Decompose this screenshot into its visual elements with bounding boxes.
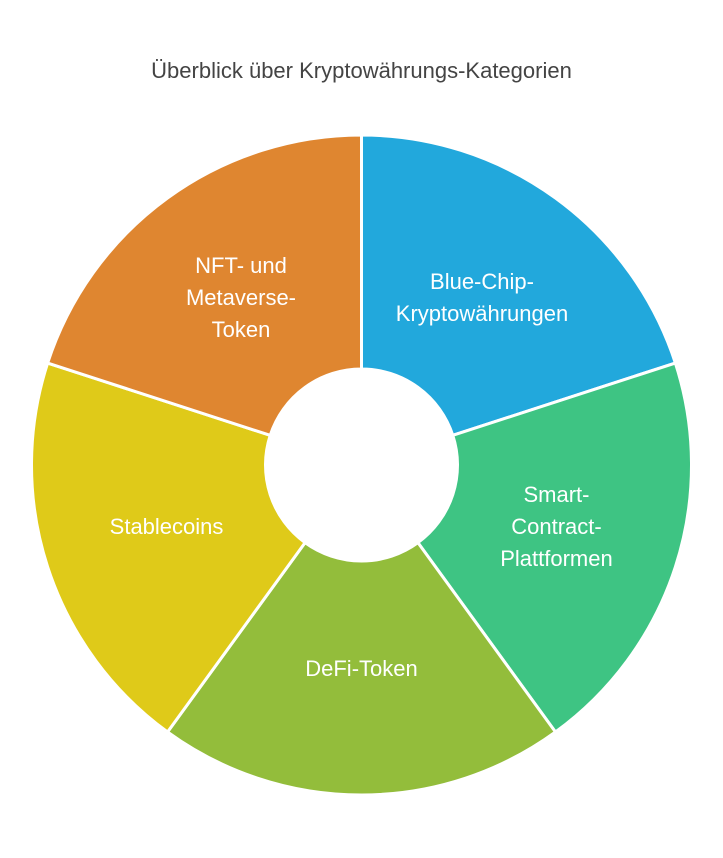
segment-label-line: Smart- bbox=[523, 482, 589, 507]
segment-label-line: DeFi-Token bbox=[305, 656, 417, 681]
segment-label-defi-token: DeFi-Token bbox=[305, 656, 417, 681]
segment-nft-und-metaverse-token bbox=[46, 133, 363, 437]
segment-label-line: Stablecoins bbox=[110, 514, 224, 539]
segment-label-line: Metaverse- bbox=[186, 285, 296, 310]
segment-smart-contract-plattformen bbox=[416, 361, 694, 734]
segment-label-line: Kryptowährungen bbox=[396, 301, 568, 326]
segment-defi-token bbox=[166, 541, 557, 797]
segments-layer bbox=[30, 133, 694, 797]
segment-label-line: Token bbox=[212, 317, 271, 342]
segment-stablecoins bbox=[30, 361, 307, 734]
segment-blue-chip-kryptowaehrungen bbox=[360, 133, 677, 437]
segment-label-stablecoins: Stablecoins bbox=[110, 514, 224, 539]
segment-label-blue-chip-kryptowaehrungen: Blue-Chip- Kryptowährungen bbox=[396, 269, 568, 326]
diagram-title: Überblick über Kryptowährungs-Kategorien bbox=[151, 58, 572, 83]
segment-label-line: Blue-Chip- bbox=[430, 269, 534, 294]
segment-label-line: NFT- und bbox=[195, 253, 287, 278]
segment-label-line: Plattformen bbox=[500, 546, 613, 571]
segment-label-line: Contract- bbox=[511, 514, 601, 539]
segment-label-smart-contract-plattformen: Smart- Contract- Plattformen bbox=[500, 482, 613, 571]
